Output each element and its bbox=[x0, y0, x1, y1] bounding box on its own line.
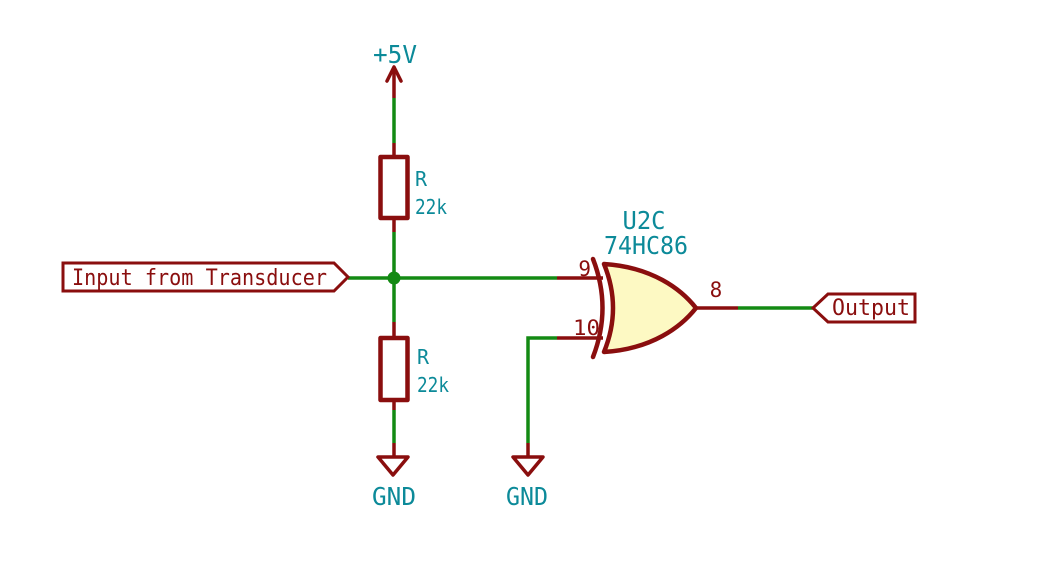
resistor-r2: R 22k bbox=[378, 322, 449, 410]
ground-symbol-left: GND bbox=[372, 443, 416, 511]
global-label-input-text: Input from Transducer bbox=[72, 266, 327, 291]
global-label-output: Output bbox=[810, 292, 917, 324]
resistor-r2-reference: R bbox=[417, 345, 430, 369]
global-label-output-flag-icon bbox=[810, 292, 917, 324]
resistor-r2-value: 22k bbox=[417, 373, 449, 397]
wire-pin10-to-gnd bbox=[526, 336, 557, 443]
gate-reference: U2C bbox=[623, 206, 666, 235]
xor-gate-input-arc-icon bbox=[590, 256, 605, 360]
global-label-input: Input from Transducer bbox=[61, 261, 351, 293]
wire-junction-dot bbox=[387, 271, 401, 285]
resistor-r1-body bbox=[378, 154, 410, 221]
gate-value: 74HC86 bbox=[604, 231, 688, 260]
power-5v-arrow-icon bbox=[385, 65, 403, 83]
xor-gate-u2c: 9 10 8 U2C 74HC86 bbox=[557, 206, 738, 360]
wires bbox=[348, 98, 813, 443]
xor-gate-body bbox=[601, 261, 699, 355]
gate-pin9-number: 9 bbox=[578, 257, 591, 281]
gate-pin10-number: 10 bbox=[573, 316, 600, 340]
power-symbol-5v: +5V bbox=[373, 40, 417, 98]
ground-right-label: GND bbox=[506, 482, 548, 511]
resistor-r1: R 22k bbox=[378, 143, 447, 232]
power-5v-label: +5V bbox=[373, 40, 417, 69]
resistor-r1-value: 22k bbox=[415, 195, 447, 219]
global-label-input-flag-icon bbox=[61, 261, 351, 293]
resistor-r2-body bbox=[378, 335, 410, 403]
ground-left-triangle-icon bbox=[376, 455, 410, 477]
ground-left-label: GND bbox=[372, 482, 416, 511]
ground-right-triangle-icon bbox=[511, 455, 545, 477]
resistor-r1-reference: R bbox=[415, 167, 428, 191]
global-label-output-text: Output bbox=[832, 296, 910, 321]
ground-symbol-right: GND bbox=[506, 443, 548, 511]
gate-pin8-number: 8 bbox=[710, 278, 723, 302]
